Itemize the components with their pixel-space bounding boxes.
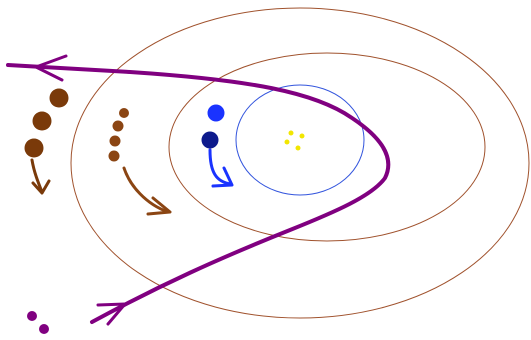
central-dot	[289, 131, 294, 136]
middle-body	[109, 151, 120, 162]
outer-body	[25, 139, 44, 158]
central-dot	[285, 140, 290, 145]
central-dot	[300, 134, 305, 139]
outer-body	[33, 112, 52, 131]
middle-body	[110, 136, 121, 147]
inner-body-light	[208, 105, 225, 122]
middle-body	[119, 108, 129, 118]
middle-body	[113, 121, 124, 132]
intruder-dot	[27, 311, 37, 321]
central-dot	[296, 146, 301, 151]
intruder-dot	[39, 324, 49, 334]
outer-body	[50, 89, 69, 108]
inner-body-dark	[202, 132, 219, 149]
